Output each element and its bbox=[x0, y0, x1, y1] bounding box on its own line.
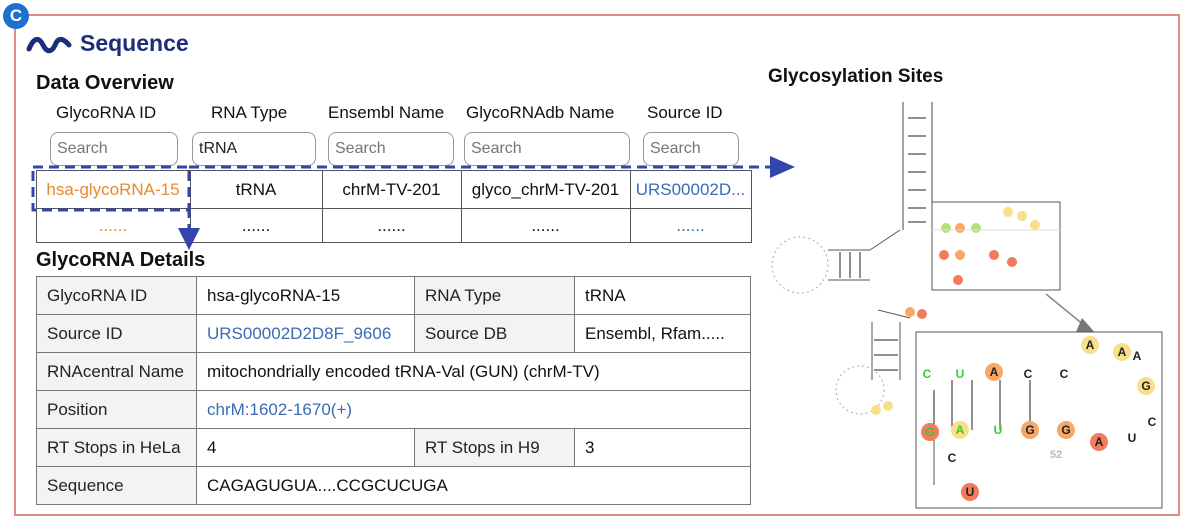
label-rnacentral-name: RNAcentral Name bbox=[36, 352, 197, 391]
table-row: ...... ...... ...... ...... ...... bbox=[36, 209, 752, 242]
svg-text:C: C bbox=[948, 451, 957, 465]
cell-source-id-link[interactable]: URS00002D... bbox=[635, 179, 746, 199]
table-border bbox=[36, 242, 752, 243]
svg-text:G: G bbox=[925, 425, 934, 439]
svg-text:U: U bbox=[1128, 431, 1137, 445]
column-header-ensembl-name[interactable]: Ensembl Name bbox=[328, 103, 445, 122]
details-title: GlycoRNA Details bbox=[36, 249, 206, 271]
table-border bbox=[461, 170, 462, 242]
search-glycorna-id[interactable] bbox=[50, 132, 178, 166]
acceptor-stem bbox=[902, 102, 933, 230]
cell-glycornadb-name: glyco_chrM-TV-201 bbox=[471, 179, 620, 199]
label-source-id: Source ID bbox=[36, 314, 197, 353]
table-border bbox=[36, 208, 752, 209]
label-position: Position bbox=[36, 390, 197, 429]
section-title: Sequence bbox=[26, 30, 189, 57]
cell-glycorna-id[interactable]: hsa-glycoRNA-15 bbox=[46, 179, 180, 199]
panel-frame bbox=[14, 14, 1180, 516]
search-glycornadb-name[interactable] bbox=[464, 132, 630, 166]
svg-text:A: A bbox=[1086, 338, 1095, 352]
svg-text:G: G bbox=[1025, 423, 1034, 437]
label-rt-stops-h9: RT Stops in H9 bbox=[414, 428, 575, 467]
column-header-glycornadb-name[interactable]: GlycoRNAdb Name bbox=[466, 103, 615, 122]
cell-ensembl-name: chrM-TV-201 bbox=[342, 179, 441, 199]
svg-text:U: U bbox=[966, 485, 975, 499]
svg-text:C: C bbox=[1024, 367, 1033, 381]
ellipsis: ...... bbox=[377, 215, 406, 235]
svg-text:A: A bbox=[956, 423, 965, 437]
source-id-link[interactable]: URS00002D2D8F_9606 bbox=[196, 314, 415, 353]
position-link[interactable]: chrM:1602-1670(+) bbox=[196, 390, 751, 429]
column-header-rna-type[interactable]: RNA Type bbox=[211, 103, 288, 122]
search-ensembl-name[interactable] bbox=[328, 132, 454, 166]
value-rt-stops-h9: 3 bbox=[574, 428, 751, 467]
ellipsis: ...... bbox=[531, 215, 560, 235]
svg-text:A: A bbox=[1095, 435, 1104, 449]
anticodon-arm bbox=[835, 307, 927, 415]
t-arm bbox=[931, 201, 1061, 291]
label-rt-stops-hela: RT Stops in HeLa bbox=[36, 428, 197, 467]
label-rna-type: RNA Type bbox=[414, 276, 575, 315]
value-glycorna-id: hsa-glycoRNA-15 bbox=[196, 276, 415, 315]
svg-text:A: A bbox=[1118, 345, 1127, 359]
value-rnacentral-name: mitochondrially encoded tRNA-Val (GUN) (… bbox=[196, 352, 751, 391]
svg-text:C: C bbox=[1148, 415, 1157, 429]
zoom-index-label: 52 bbox=[1050, 449, 1062, 461]
svg-text:C: C bbox=[923, 367, 932, 381]
table-border bbox=[36, 170, 37, 242]
svg-text:A: A bbox=[1133, 349, 1142, 363]
rna-structure-diagram: C U A C C A A A G C U A G G U A G C U 52 bbox=[771, 102, 1163, 509]
ellipsis: ...... bbox=[676, 215, 705, 235]
d-arm bbox=[771, 229, 901, 294]
value-sequence: CAGAGUGUA....CCGCUCUGA bbox=[196, 466, 751, 505]
table-border bbox=[322, 170, 323, 242]
ellipsis: ...... bbox=[241, 215, 271, 235]
svg-text:G: G bbox=[1141, 379, 1150, 393]
value-source-db: Ensembl, Rfam..... bbox=[574, 314, 751, 353]
details-table: GlycoRNA ID hsa-glycoRNA-15 RNA Type tRN… bbox=[36, 276, 751, 505]
table-border bbox=[36, 170, 752, 171]
table-border bbox=[630, 170, 631, 242]
svg-text:A: A bbox=[990, 365, 999, 379]
wave-icon bbox=[26, 36, 72, 53]
value-rna-type: tRNA bbox=[574, 276, 751, 315]
ellipsis: ...... bbox=[98, 215, 128, 235]
panel-badge: C bbox=[3, 3, 29, 29]
glycosylation-title: Glycosylation Sites bbox=[768, 66, 944, 87]
column-header-source-id[interactable]: Source ID bbox=[647, 103, 723, 122]
zoom-panel: C U A C C A A A G C U A G G U A G C U 52 bbox=[915, 331, 1163, 509]
value-rt-stops-hela: 4 bbox=[196, 428, 415, 467]
section-title-text: Sequence bbox=[80, 30, 189, 56]
svg-text:U: U bbox=[994, 423, 1003, 437]
search-rna-type[interactable] bbox=[192, 132, 316, 166]
overview-title: Data Overview bbox=[36, 72, 174, 94]
label-source-db: Source DB bbox=[414, 314, 575, 353]
svg-text:C: C bbox=[1060, 367, 1069, 381]
svg-text:U: U bbox=[956, 367, 965, 381]
zoom-arrow bbox=[1045, 293, 1098, 336]
label-sequence: Sequence bbox=[36, 466, 197, 505]
table-border bbox=[751, 170, 752, 242]
cell-rna-type: tRNA bbox=[235, 179, 277, 199]
label-glycorna-id: GlycoRNA ID bbox=[36, 276, 197, 315]
svg-text:G: G bbox=[1061, 423, 1070, 437]
table-row[interactable]: hsa-glycoRNA-15 tRNA chrM-TV-201 glyco_c… bbox=[36, 171, 752, 208]
column-header-glycorna-id[interactable]: GlycoRNA ID bbox=[56, 103, 157, 122]
